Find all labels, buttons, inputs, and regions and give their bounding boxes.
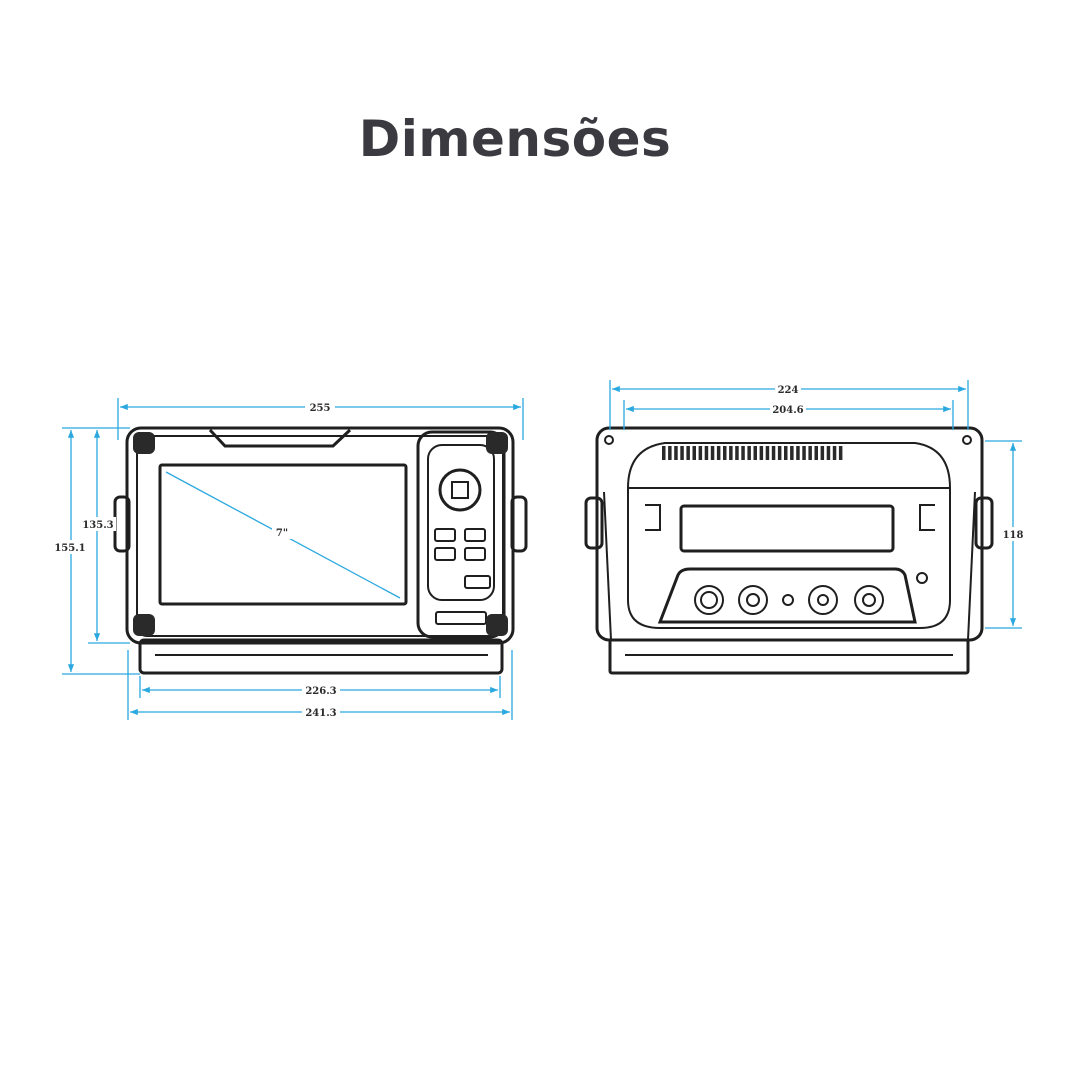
vent-slot xyxy=(716,446,721,460)
vent-slot xyxy=(765,446,770,460)
vent-slot xyxy=(759,446,764,460)
vent-slot xyxy=(802,446,806,460)
vent-slot xyxy=(820,446,825,460)
front-view: 7" 255 155.1 135.3 226.3 241.3 xyxy=(52,398,528,720)
vent-slot xyxy=(668,446,672,460)
vent-slot xyxy=(777,446,782,460)
vent-slot xyxy=(723,446,727,460)
vent-slot xyxy=(704,446,709,460)
keypad-panel xyxy=(416,430,506,639)
vent-slot xyxy=(832,446,837,460)
vent-slot xyxy=(698,446,703,460)
keypad-buttons xyxy=(434,528,491,625)
vent-slot xyxy=(808,446,812,460)
vent-slot xyxy=(729,446,733,460)
connector-panel xyxy=(657,567,917,624)
vent-slot xyxy=(814,446,818,460)
mount-holes xyxy=(604,435,972,445)
back-body xyxy=(595,426,984,642)
vent-slot xyxy=(771,446,776,460)
vent-slots xyxy=(662,446,843,460)
vent-slot xyxy=(741,446,745,460)
front-body xyxy=(125,426,515,645)
vent-slot xyxy=(674,446,678,460)
back-view: 224 204.6 118 xyxy=(584,380,1026,675)
vent-slot xyxy=(796,446,800,460)
label-window xyxy=(679,504,895,553)
vent-slot xyxy=(753,446,757,460)
front-bracket-base xyxy=(138,638,504,675)
dim-body-height: 135.3 xyxy=(82,520,113,531)
screen xyxy=(158,463,408,606)
screen-size-label: 7" xyxy=(276,528,288,539)
dim-back-height: 118 xyxy=(1003,530,1024,541)
vent-slot xyxy=(747,446,751,460)
vent-slot xyxy=(826,446,831,460)
corner-bumpers xyxy=(133,432,508,636)
dim-overall-width: 255 xyxy=(310,403,331,414)
dim-base-width: 226.3 xyxy=(305,686,336,697)
vent-slot xyxy=(686,446,690,460)
vent-slot xyxy=(784,446,788,460)
connectors xyxy=(694,572,928,615)
dim-bracket-width: 241.3 xyxy=(305,708,336,719)
vent-slot xyxy=(790,446,794,460)
dim-back-overall-width: 224 xyxy=(778,385,799,396)
vent-slot xyxy=(710,446,715,460)
back-bracket-base xyxy=(608,638,970,675)
vent-slot xyxy=(680,446,684,460)
vent-slot xyxy=(838,446,843,460)
vent-slot xyxy=(735,446,739,460)
vent-slot xyxy=(662,446,666,460)
page-title: Dimensões xyxy=(358,110,672,168)
joystick xyxy=(438,468,482,512)
vent-slot xyxy=(692,446,696,460)
dim-height-with-bracket: 155.1 xyxy=(54,543,85,554)
dim-back-inner-width: 204.6 xyxy=(772,405,803,416)
